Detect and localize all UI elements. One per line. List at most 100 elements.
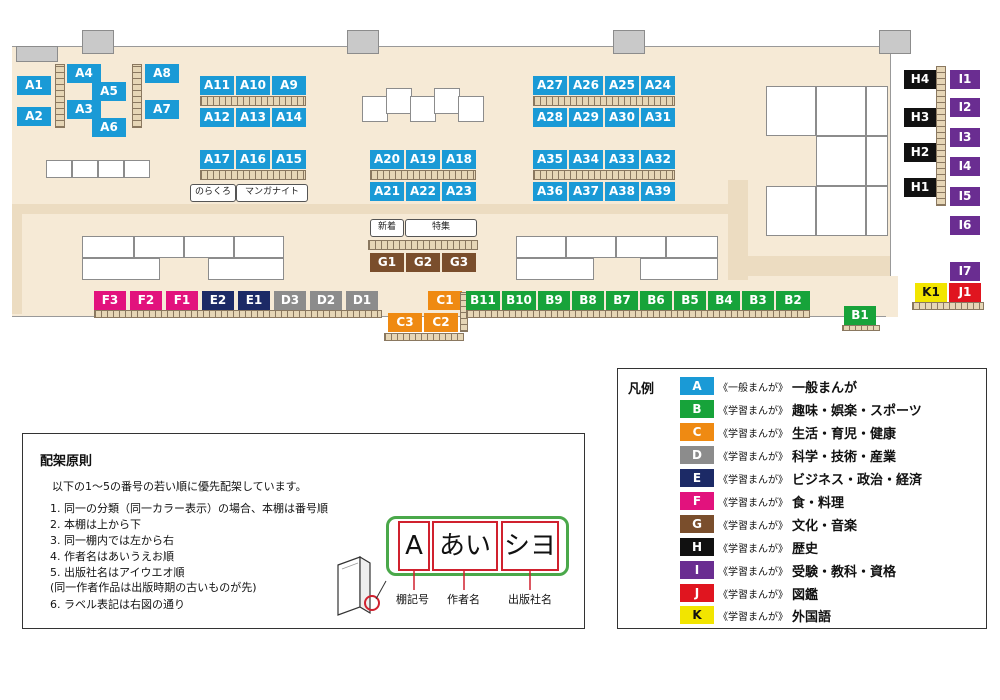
shelf-label-i3[interactable]: I3	[950, 128, 980, 147]
shelf-label-a35[interactable]: A35	[533, 150, 567, 169]
shelf-label-b9[interactable]: B9	[538, 291, 570, 310]
shelf-label-a1[interactable]: A1	[17, 76, 51, 95]
shelf-label-a17[interactable]: A17	[200, 150, 234, 169]
shelf-label-e1[interactable]: E1	[238, 291, 270, 310]
shelf-label-a5[interactable]: A5	[92, 82, 126, 101]
shelf-label-i2[interactable]: I2	[950, 98, 980, 117]
shelf-label-a30[interactable]: A30	[605, 108, 639, 127]
legend-swatch: A	[680, 377, 714, 395]
shelf-label-a4[interactable]: A4	[67, 64, 101, 83]
shelf-label-h4[interactable]: H4	[904, 70, 936, 89]
legend-category: 《学習まんが》	[718, 406, 788, 417]
pillar	[82, 30, 114, 54]
shelf-label-a25[interactable]: A25	[605, 76, 639, 95]
shelf-label-a3[interactable]: A3	[67, 100, 101, 119]
legend-description: 歴史	[792, 542, 819, 557]
shelf-label-a23[interactable]: A23	[442, 182, 476, 201]
table	[82, 258, 160, 280]
shelf-label-e2[interactable]: E2	[202, 291, 234, 310]
shelf-label-g3[interactable]: G3	[442, 253, 476, 272]
shelf-label-g1[interactable]: G1	[370, 253, 404, 272]
legend-category: 《学習まんが》	[718, 612, 788, 623]
shelf-label-a15[interactable]: A15	[272, 150, 306, 169]
shelf-label-a28[interactable]: A28	[533, 108, 567, 127]
shelf-label-a19[interactable]: A19	[406, 150, 440, 169]
shelf-label-c1[interactable]: C1	[428, 291, 462, 310]
shelf-label-f1[interactable]: F1	[166, 291, 198, 310]
shelf-label-a11[interactable]: A11	[200, 76, 234, 95]
rules-item: 1. 同一の分類（同一カラー表示）の場合、本棚は番号順	[50, 502, 328, 515]
shelf-label-a18[interactable]: A18	[442, 150, 476, 169]
shelf-label-f3[interactable]: F3	[94, 291, 126, 310]
tag-shinchaku: 新着	[370, 219, 404, 237]
shelf-label-a6[interactable]: A6	[92, 118, 126, 137]
legend-swatch: E	[680, 469, 714, 487]
shelf	[368, 240, 478, 250]
shelf-label-a8[interactable]: A8	[145, 64, 179, 83]
shelf-label-b4[interactable]: B4	[708, 291, 740, 310]
shelf-label-b2[interactable]: B2	[776, 291, 810, 310]
shelf-label-b11[interactable]: B11	[466, 291, 500, 310]
legend-swatch: B	[680, 400, 714, 418]
shelf-label-d2[interactable]: D2	[310, 291, 342, 310]
shelf-label-h2[interactable]: H2	[904, 143, 936, 162]
shelf	[132, 64, 142, 128]
shelf-label-b1[interactable]: B1	[844, 306, 876, 325]
shelf-label-d1[interactable]: D1	[346, 291, 378, 310]
shelf-label-i7[interactable]: I7	[950, 262, 980, 281]
shelf	[55, 64, 65, 128]
legend-description: 一般まんが	[792, 381, 858, 396]
shelf-label-a7[interactable]: A7	[145, 100, 179, 119]
legend-swatch: D	[680, 446, 714, 464]
shelf-label-b8[interactable]: B8	[572, 291, 604, 310]
legend-category: 《学習まんが》	[718, 567, 788, 578]
shelf-label-i1[interactable]: I1	[950, 70, 980, 89]
shelf-label-a21[interactable]: A21	[370, 182, 404, 201]
table	[516, 236, 566, 258]
shelf-label-a36[interactable]: A36	[533, 182, 567, 201]
shelf-label-a13[interactable]: A13	[236, 108, 270, 127]
shelf-label-a27[interactable]: A27	[533, 76, 567, 95]
shelf-label-g2[interactable]: G2	[406, 253, 440, 272]
shelf-label-d3[interactable]: D3	[274, 291, 306, 310]
shelf-label-h1[interactable]: H1	[904, 178, 936, 197]
shelf-label-a34[interactable]: A34	[569, 150, 603, 169]
shelf-label-a29[interactable]: A29	[569, 108, 603, 127]
shelf-label-b7[interactable]: B7	[606, 291, 638, 310]
shelf-label-a12[interactable]: A12	[200, 108, 234, 127]
shelf-label-a39[interactable]: A39	[641, 182, 675, 201]
shelf-label-j1[interactable]: J1	[949, 283, 981, 302]
shelf-label-a37[interactable]: A37	[569, 182, 603, 201]
shelf-label-a22[interactable]: A22	[406, 182, 440, 201]
shelf-label-b6[interactable]: B6	[640, 291, 672, 310]
shelf-label-a38[interactable]: A38	[605, 182, 639, 201]
shelf-label-i6[interactable]: I6	[950, 216, 980, 235]
shelf-label-b3[interactable]: B3	[742, 291, 774, 310]
shelf-label-a26[interactable]: A26	[569, 76, 603, 95]
shelf-label-i5[interactable]: I5	[950, 187, 980, 206]
shelf-label-a33[interactable]: A33	[605, 150, 639, 169]
shelf	[533, 96, 675, 106]
shelf-label-c2[interactable]: C2	[424, 313, 458, 332]
table	[816, 136, 866, 186]
shelf-label-f2[interactable]: F2	[130, 291, 162, 310]
shelf-label-a20[interactable]: A20	[370, 150, 404, 169]
shelf-label-a31[interactable]: A31	[641, 108, 675, 127]
shelf-label-a10[interactable]: A10	[236, 76, 270, 95]
shelf-label-a9[interactable]: A9	[272, 76, 306, 95]
shelf-label-h3[interactable]: H3	[904, 108, 936, 127]
shelf-label-k1[interactable]: K1	[915, 283, 947, 302]
shelf-label-a24[interactable]: A24	[641, 76, 675, 95]
shelf-label-a2[interactable]: A2	[17, 107, 51, 126]
tag-norakuro: のらくろ	[190, 184, 236, 202]
shelf-label-c3[interactable]: C3	[388, 313, 422, 332]
shelf-label-b5[interactable]: B5	[674, 291, 706, 310]
shelf-label-a16[interactable]: A16	[236, 150, 270, 169]
shelf-label-a14[interactable]: A14	[272, 108, 306, 127]
shelf-label-a32[interactable]: A32	[641, 150, 675, 169]
legend-description: 受験・教科・資格	[792, 565, 897, 580]
table	[386, 88, 412, 114]
shelf-label-i4[interactable]: I4	[950, 157, 980, 176]
shelf-label-b10[interactable]: B10	[502, 291, 536, 310]
legend-description: 趣味・娯楽・スポーツ	[792, 404, 922, 419]
